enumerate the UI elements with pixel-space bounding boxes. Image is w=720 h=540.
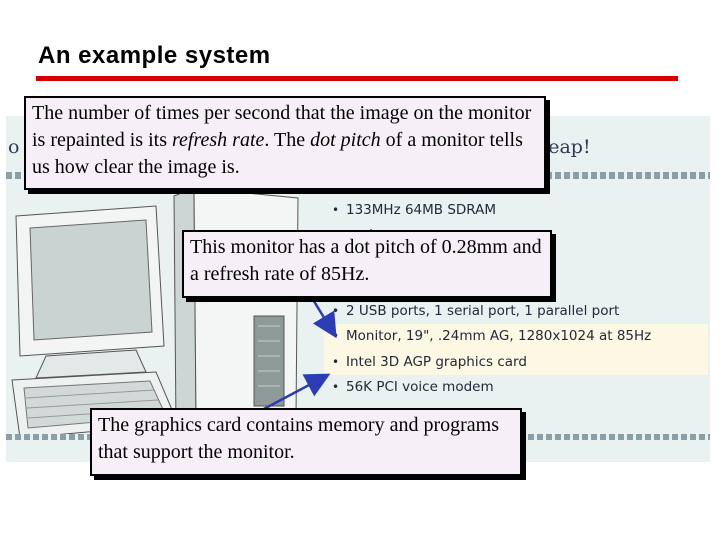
ad-left-fragment: o [8,136,20,158]
callout-text: The number of times per second that the … [32,102,532,151]
spec-item-ram: 133MHz 64MB SDRAM [324,198,708,224]
callout-text: of a monitor tells us how clear the imag… [32,129,523,178]
spec-item-graphics: Intel 3D AGP graphics card [324,349,708,375]
monitor-icon [15,205,165,379]
spec-item-monitor: Monitor, 19", .24mm AG, 1280x1024 at 85H… [324,324,708,350]
tower-icon [173,187,299,429]
spec-list: 133MHz 64MB SDRAM cache 00 RPM) M 2 USB … [324,198,708,401]
slide-title: An example system [38,42,271,69]
refresh-rate-callout: The number of times per second that the … [24,96,546,190]
dot-pitch-term: dot pitch [310,129,381,151]
title-rule [36,76,678,81]
spec-item-ports: 2 USB ports, 1 serial port, 1 parallel p… [324,299,708,325]
graphics-card-callout: The graphics card contains memory and pr… [90,408,522,476]
monitor-callout: This monitor has a dot pitch of 0.28mm a… [182,230,552,298]
ad-headline: heap! [536,136,591,158]
refresh-rate-term: refresh rate [171,129,265,151]
spec-item-modem: 56K PCI voice modem [324,375,708,401]
callout-text: . The [264,129,311,151]
